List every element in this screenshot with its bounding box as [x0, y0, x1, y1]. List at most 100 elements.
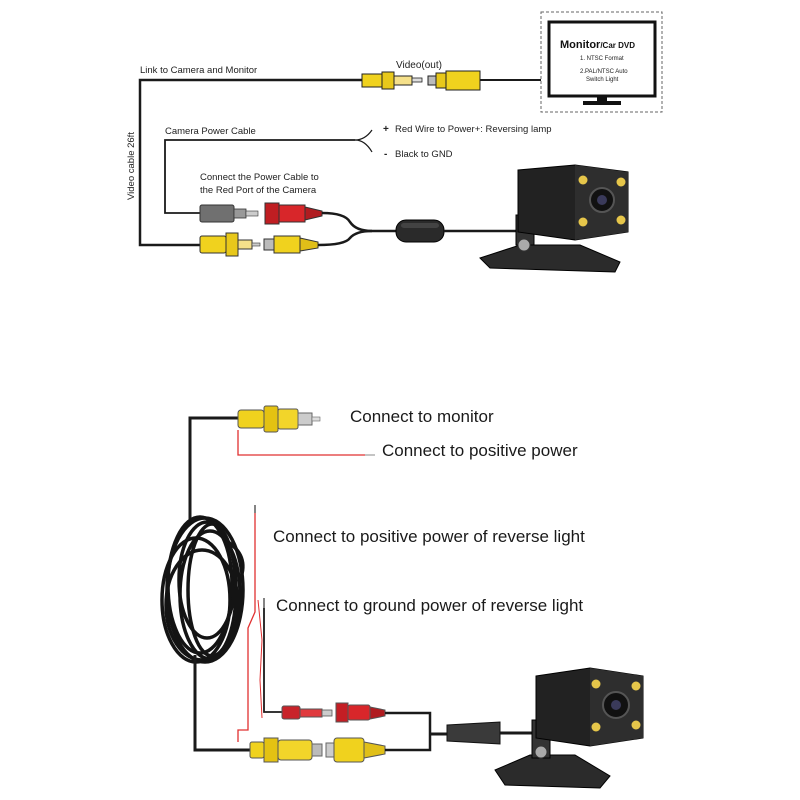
- video-out-connectors: [361, 70, 481, 91]
- monitor: Monitor/Car DVD 1. NTSC Format 2.PAL/NTS…: [540, 11, 663, 113]
- bottom-rca-right-tip: [325, 742, 335, 758]
- bottom-rca-left-shell: [311, 743, 323, 757]
- rca-male-pin: [411, 77, 423, 83]
- bottom-cable: [193, 655, 250, 752]
- connect-label-line1: Connect the Power Cable to: [200, 172, 319, 183]
- power-cable: [164, 139, 355, 214]
- top-rca-shell: [297, 412, 313, 426]
- red-wire-branch: [354, 129, 373, 141]
- red-plug-right-body: [347, 704, 371, 721]
- rca-right-tip: [263, 238, 275, 251]
- rca-male-body: [361, 73, 383, 88]
- label-reverse-gnd: Connect to ground power of reverse light: [276, 596, 583, 615]
- led-icon: [631, 720, 641, 730]
- bottom-rca-left-body: [277, 739, 313, 761]
- merge-lower: [317, 229, 373, 247]
- top-cable: [188, 416, 238, 520]
- wire-gnd: [263, 608, 282, 713]
- monitor-line3: Switch Light: [586, 77, 619, 83]
- top-red-wire: [237, 430, 365, 456]
- red-wire-sign: +: [383, 124, 389, 135]
- label-power: Connect to positive power: [382, 441, 578, 460]
- wire-gnd-red: [257, 599, 263, 719]
- monitor-title: Monitor: [560, 39, 601, 51]
- bottom-rca-right-tail: [363, 741, 386, 759]
- camera-bottom-screw: [534, 745, 548, 759]
- led-icon: [591, 679, 601, 689]
- black-wire-sign: -: [384, 149, 387, 160]
- rca-left-body: [199, 235, 227, 254]
- bottom-rca-right-body: [333, 737, 365, 763]
- monitor-line2: 2.PAL/NTSC Auto: [580, 69, 628, 75]
- rca-left-ring: [237, 239, 253, 250]
- video-out-label: Video(out): [396, 60, 442, 71]
- camera-lens-glass: [597, 195, 607, 205]
- led-icon: [578, 217, 588, 227]
- top-diagram: Monitor/Car DVD 1. NTSC Format 2.PAL/NTS…: [126, 11, 663, 273]
- led-icon: [631, 681, 641, 691]
- label-reverse-pos: Connect to positive power of reverse lig…: [273, 527, 585, 546]
- camera-top: [479, 164, 629, 273]
- camera-bottom-lens-glass: [611, 700, 621, 710]
- bottom-diagram: Connect to monitor Connect to positive p…: [160, 405, 644, 789]
- top-rca-connector: [237, 405, 321, 433]
- rca-female-tip: [427, 75, 437, 86]
- red-plug-right-collar: [335, 702, 349, 723]
- bottom-rca-pair: [249, 737, 386, 763]
- coil-loop: [186, 522, 238, 658]
- bottom-rca-left-collar: [263, 737, 279, 763]
- bottom-merge-upper: [385, 711, 432, 734]
- monitor-neck: [597, 96, 607, 102]
- monitor-stand: [583, 101, 621, 105]
- red-plug-tail: [304, 206, 323, 221]
- red-plug-left-pin: [321, 709, 333, 717]
- camera-bottom: [494, 667, 644, 789]
- led-icon: [616, 215, 626, 225]
- power-plugs: [199, 202, 323, 225]
- rca-left-sleeve: [225, 232, 239, 257]
- cable-length-label: Video cable 26ft: [126, 132, 137, 200]
- coil-tail: [224, 538, 245, 581]
- connect-label-line2: the Red Port of the Camera: [200, 185, 317, 196]
- red-plug-left-head: [299, 708, 323, 718]
- red-plug-pair: [281, 702, 386, 723]
- gray-plug-tip: [233, 208, 247, 219]
- camera-bracket: [479, 244, 621, 273]
- inline-module-shine: [401, 223, 439, 228]
- top-rca-collar: [263, 405, 279, 433]
- red-plug-right-tail: [369, 706, 386, 720]
- gray-plug-body: [199, 204, 235, 223]
- rca-left-pin: [251, 242, 261, 247]
- rca-right-body: [273, 235, 301, 254]
- led-icon: [591, 722, 601, 732]
- monitor-subtitle: /Car DVD: [600, 41, 635, 50]
- rca-female-body: [445, 70, 481, 91]
- wire-pos: [237, 513, 256, 742]
- red-plug-body: [278, 204, 306, 223]
- led-icon: [578, 175, 588, 185]
- coil-loop: [164, 548, 240, 662]
- video-cable: [138, 78, 375, 247]
- top-rca-head: [277, 408, 299, 430]
- bottom-rca-left-boot: [249, 741, 265, 759]
- black-wire-branch: [354, 139, 373, 153]
- monitor-title-text: Monitor/Car DVD: [560, 39, 635, 51]
- coiled-cable: [160, 515, 245, 664]
- led-icon: [616, 177, 626, 187]
- black-wire-label: Black to GND: [395, 149, 453, 160]
- red-plug-sleeve: [264, 202, 280, 225]
- rca-female-sleeve: [435, 72, 447, 89]
- red-wire-label: Red Wire to Power+: Reversing lamp: [395, 124, 552, 135]
- merge-upper: [321, 211, 398, 233]
- link-label: Link to Camera and Monitor: [140, 65, 257, 76]
- top-rca-body: [237, 409, 265, 429]
- camera-lead: [444, 221, 529, 233]
- label-monitor: Connect to monitor: [350, 407, 494, 426]
- top-rca-pin: [311, 416, 321, 422]
- red-plug-left-body: [281, 705, 301, 720]
- monitor-line1: 1. NTSC Format: [580, 56, 624, 62]
- power-cable-label: Camera Power Cable: [165, 126, 256, 137]
- camera-screw: [517, 238, 531, 252]
